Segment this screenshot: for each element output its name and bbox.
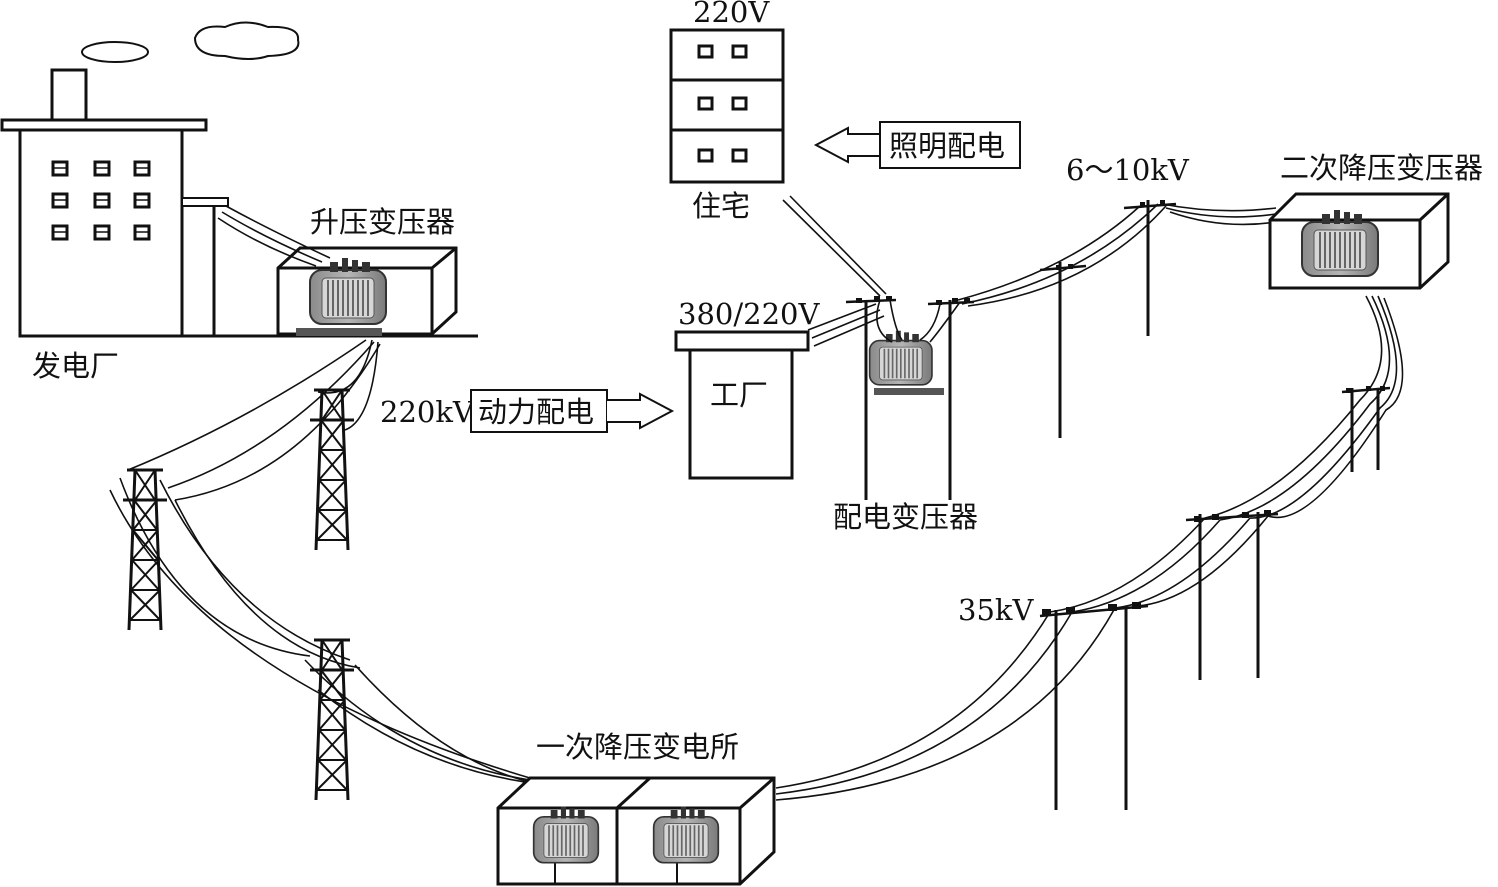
secondary-stepdown-label: 二次降压变压器 xyxy=(1280,151,1483,185)
secondary-stepdown-transformer: 二次降压变压器 xyxy=(1268,151,1483,290)
transmission-tower xyxy=(121,468,169,632)
distribution-pole xyxy=(1123,200,1177,336)
distribution-pole xyxy=(1185,510,1279,680)
residence-feed-lines xyxy=(782,195,887,297)
residence: 220V 住宅 xyxy=(669,0,785,223)
distribution-pole xyxy=(1039,602,1149,810)
mv-6-10kv-lines xyxy=(957,203,1277,307)
primary-substation: 一次降压变电所 xyxy=(496,730,776,886)
transmission-tower xyxy=(308,388,356,552)
distribution-transformer-label: 配电变压器 xyxy=(833,500,978,534)
mv-35kv-lines xyxy=(775,295,1404,801)
power-distribution-label: 动力配电 xyxy=(478,395,594,429)
step-up-transformer-label: 升压变压器 xyxy=(310,205,455,239)
step-up-transformer: 升压变压器 xyxy=(276,205,458,336)
lighting-distribution-arrow: 照明配电 xyxy=(813,121,1021,169)
cloud-icon xyxy=(81,41,149,63)
power-distribution-arrow: 动力配电 xyxy=(470,389,675,433)
cloud-icon xyxy=(193,21,300,60)
residence-voltage-label: 220V xyxy=(693,0,770,29)
lighting-distribution-label: 照明配电 xyxy=(889,129,1005,163)
mv-6-10kv-label: 6～10kV xyxy=(1066,153,1190,187)
factory: 工厂 380/220V xyxy=(674,297,820,480)
hv-220kv-label: 220kV xyxy=(380,395,475,429)
distribution-pole xyxy=(1039,262,1087,438)
power-plant: 发电厂 xyxy=(0,21,478,383)
plant-output-lines xyxy=(217,205,331,267)
chimney xyxy=(50,68,88,122)
factory-voltage-label: 380/220V xyxy=(678,297,820,331)
power-plant-label: 发电厂 xyxy=(32,349,119,383)
hv-220kv-lines xyxy=(109,339,541,785)
transmission-tower xyxy=(308,638,356,802)
factory-label: 工厂 xyxy=(710,378,768,412)
primary-substation-label: 一次降压变电所 xyxy=(536,730,739,764)
transformer-internal-lines xyxy=(876,299,961,343)
distribution-transformer: 配电变压器 xyxy=(833,296,978,534)
residence-label: 住宅 xyxy=(692,189,750,223)
mv-35kv-label: 35kV xyxy=(958,593,1034,627)
